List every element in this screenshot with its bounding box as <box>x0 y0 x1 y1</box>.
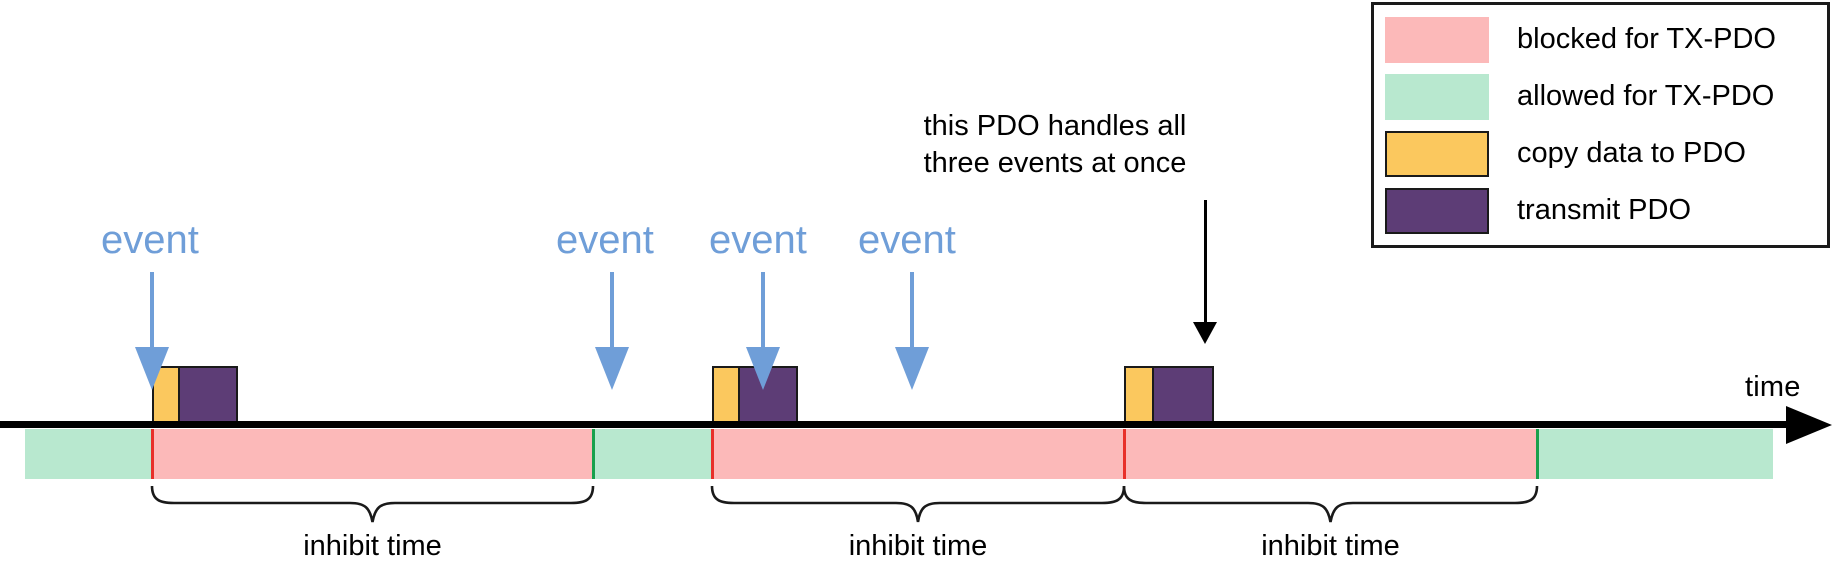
legend-label-allowed: allowed for TX-PDO <box>1517 80 1775 112</box>
transmit-pdo-block-1 <box>178 366 238 425</box>
legend-swatch-allowed <box>1385 73 1489 120</box>
band-segment-allowed-2 <box>593 429 712 479</box>
time-axis-line <box>0 421 1800 428</box>
band-segment-allowed-1 <box>25 429 152 479</box>
band-tick-red-2 <box>711 429 714 479</box>
legend-box: blocked for TX-PDO allowed for TX-PDO co… <box>1371 2 1830 248</box>
inhibit-brace-3 <box>1122 486 1539 524</box>
pdo-annotation-line-2: three events at once <box>923 147 1187 179</box>
event-arrow-stem-4 <box>910 272 914 350</box>
event-label-4: event <box>858 218 956 262</box>
event-arrow-head-icon-3 <box>746 347 780 390</box>
legend-label-copy-data: copy data to PDO <box>1517 137 1746 169</box>
event-label-2: event <box>556 218 654 262</box>
event-arrow-head-icon-4 <box>895 347 929 390</box>
event-label-3: event <box>709 218 807 262</box>
legend-swatch-copy-data <box>1385 130 1489 177</box>
time-axis-label: time <box>1745 371 1801 403</box>
band-tick-red-1 <box>151 429 154 479</box>
band-tick-red-3 <box>1123 429 1126 479</box>
time-axis-arrow-icon <box>1786 406 1832 444</box>
copy-data-block-3 <box>1124 366 1154 425</box>
event-arrow-stem-2 <box>610 272 614 350</box>
legend-item-blocked: blocked for TX-PDO <box>1374 14 1827 66</box>
annotation-arrow-stem <box>1204 200 1207 328</box>
event-arrow-stem-3 <box>761 272 765 350</box>
legend-item-transmit: transmit PDO <box>1374 185 1827 237</box>
inhibit-brace-2 <box>710 486 1126 524</box>
event-arrow-head-icon-1 <box>135 347 169 390</box>
event-arrow-head-icon-2 <box>595 347 629 390</box>
legend-label-transmit: transmit PDO <box>1517 194 1692 226</box>
band-tick-green-1 <box>592 429 595 479</box>
legend-label-blocked: blocked for TX-PDO <box>1517 23 1776 55</box>
band-segment-allowed-3 <box>1537 429 1773 479</box>
inhibit-time-label-3: inhibit time <box>1261 530 1400 562</box>
transmit-pdo-block-3 <box>1152 366 1214 425</box>
legend-swatch-transmit <box>1385 187 1489 234</box>
legend-item-allowed: allowed for TX-PDO <box>1374 71 1827 123</box>
copy-data-block-2 <box>712 366 740 425</box>
band-tick-green-2 <box>1536 429 1539 479</box>
inhibit-brace-1 <box>150 486 595 524</box>
inhibit-time-label-1: inhibit time <box>303 530 442 562</box>
pdo-annotation-line-1: this PDO handles all <box>923 110 1187 142</box>
band-segment-blocked-1 <box>152 429 593 479</box>
event-label-1: event <box>101 218 199 262</box>
event-arrow-stem-1 <box>150 272 154 350</box>
annotation-arrow-head-icon <box>1193 322 1217 344</box>
legend-item-copy-data: copy data to PDO <box>1374 128 1827 180</box>
inhibit-time-label-2: inhibit time <box>848 530 988 562</box>
legend-swatch-blocked <box>1385 16 1489 63</box>
